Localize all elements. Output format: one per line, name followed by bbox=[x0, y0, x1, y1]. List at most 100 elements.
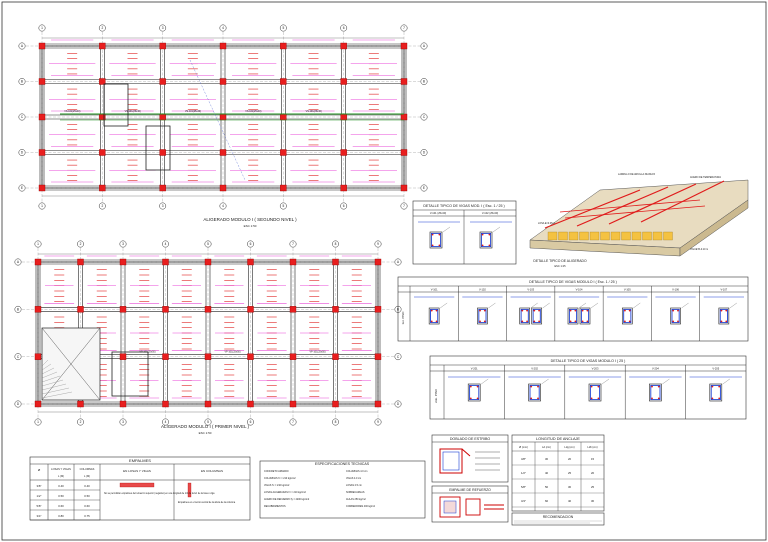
column bbox=[400, 149, 408, 156]
hatch-line bbox=[41, 375, 61, 383]
axis-label: 5 bbox=[282, 204, 284, 208]
detail-vp1-col-head: V-104 bbox=[576, 288, 583, 292]
axis-label: 7 bbox=[403, 204, 405, 208]
stirrup bbox=[529, 384, 540, 401]
leader-line bbox=[492, 226, 501, 233]
empalmes-head-0: Ø bbox=[38, 468, 41, 472]
axis-bubble bbox=[340, 24, 348, 32]
column bbox=[280, 42, 287, 50]
plan-top-scale: ESC 1:50 bbox=[244, 224, 257, 228]
axis-label: 4 bbox=[165, 242, 167, 246]
column bbox=[38, 113, 46, 121]
rebar-dot bbox=[720, 309, 723, 312]
empalmes-cell: 0.60 bbox=[84, 504, 90, 508]
section-outline bbox=[670, 307, 681, 325]
axis-label: 3 bbox=[162, 26, 164, 30]
rebar-dot bbox=[526, 309, 529, 312]
specs-line: SOBRECARGAS bbox=[346, 491, 365, 494]
section-v-107 bbox=[718, 302, 737, 325]
rebar-dot bbox=[623, 320, 626, 323]
column bbox=[374, 353, 382, 360]
axis-label: 4 bbox=[165, 420, 167, 424]
axis-bubble bbox=[14, 353, 22, 361]
column bbox=[400, 113, 408, 121]
detail-vp1-col-head: V-107 bbox=[720, 288, 727, 292]
rebar-dot bbox=[586, 309, 589, 312]
axis-bubble bbox=[420, 184, 428, 192]
axis-bubble bbox=[119, 240, 127, 248]
specs-line: LOSAS 2.5 cm bbox=[346, 484, 362, 487]
axis-label: 2 bbox=[101, 26, 103, 30]
leader-line bbox=[488, 302, 496, 309]
temperature-rebar bbox=[559, 199, 701, 213]
axis-label: 1 bbox=[41, 26, 43, 30]
section-outline bbox=[479, 231, 493, 249]
section-v-103 bbox=[519, 302, 538, 325]
aligerado-scale: ESC 1:25 bbox=[554, 264, 566, 268]
hatch-line bbox=[41, 363, 52, 371]
aligerado-note-1: ACERO DE TEMPERATURA bbox=[690, 176, 721, 179]
rebar-dot bbox=[521, 320, 524, 323]
beam-label: VP-101(25x50) bbox=[309, 351, 325, 354]
axis-bubble bbox=[98, 202, 106, 210]
column bbox=[38, 184, 46, 192]
hatch-line bbox=[41, 359, 49, 367]
empalmes-note-0: No se permitirán empalmes del refuerzo s… bbox=[104, 492, 215, 495]
leader-line bbox=[541, 378, 549, 385]
column bbox=[400, 184, 408, 192]
specs-line: CONCRETO ARMADO bbox=[264, 470, 289, 473]
specs-line: CORREDORES 400 kg/m2 bbox=[346, 505, 376, 508]
specs-panel: ESPECIFICACIONES TECNICAS CONCRETO ARMAD… bbox=[259, 460, 426, 519]
axis-label: 9 bbox=[377, 242, 379, 246]
axis-bubble bbox=[374, 240, 382, 248]
section-v-105 bbox=[621, 302, 641, 325]
stirrup bbox=[623, 308, 632, 324]
detail-vp1-title: DETALLE TIPICO DE VIGAS MODULO I ( Esc. … bbox=[529, 280, 617, 284]
longitud-cell: 50 bbox=[545, 485, 549, 489]
longitud-title: LONGITUD DE ANCLAJE bbox=[536, 437, 580, 441]
brick bbox=[652, 231, 663, 241]
axis-label: B bbox=[17, 308, 19, 312]
hatch-line bbox=[41, 387, 70, 395]
rebar-dot bbox=[537, 397, 539, 400]
column bbox=[247, 400, 254, 408]
axis-bubble bbox=[119, 418, 127, 426]
column bbox=[159, 78, 166, 85]
rebar-dot bbox=[530, 397, 533, 400]
section-outline bbox=[428, 307, 440, 325]
axis-label: 6 bbox=[250, 420, 252, 424]
empalmes-cell: 0.40 bbox=[58, 484, 64, 488]
longitud-cell: 20 bbox=[568, 457, 572, 461]
axis-bubble bbox=[14, 305, 22, 313]
brick bbox=[558, 231, 568, 241]
column bbox=[99, 113, 106, 121]
specs-line: COLUMNAS 4.0 cm bbox=[346, 470, 367, 473]
axis-bubble bbox=[162, 240, 169, 248]
section-outline bbox=[718, 307, 730, 325]
detail-vp2-col-head: V-205 bbox=[712, 367, 719, 371]
axis-bubble bbox=[394, 353, 402, 361]
beam-label: VS-101(25x40) bbox=[245, 110, 261, 113]
stirrup bbox=[580, 308, 590, 324]
axis-bubble bbox=[374, 418, 382, 426]
section-outline bbox=[531, 307, 543, 325]
axis-bubble bbox=[34, 418, 42, 426]
rebar-dot bbox=[711, 397, 714, 400]
axis-bubble bbox=[332, 418, 339, 426]
leader-line bbox=[722, 378, 730, 385]
rebar-dot bbox=[479, 309, 481, 312]
leader-line bbox=[440, 302, 448, 309]
column bbox=[162, 353, 169, 360]
rebar-dot bbox=[677, 320, 679, 323]
longitud-cell: 30 bbox=[591, 499, 595, 503]
rebar-dot bbox=[574, 309, 577, 312]
stirrup bbox=[430, 308, 439, 324]
axis-bubble bbox=[18, 78, 26, 85]
axis-bubble bbox=[420, 78, 428, 85]
longitud-cell: 30 bbox=[545, 457, 549, 461]
rebar-dot bbox=[569, 309, 572, 312]
axis-bubble bbox=[18, 149, 26, 156]
axis-label: 6 bbox=[250, 242, 252, 246]
column bbox=[204, 258, 212, 266]
brick bbox=[631, 231, 642, 241]
